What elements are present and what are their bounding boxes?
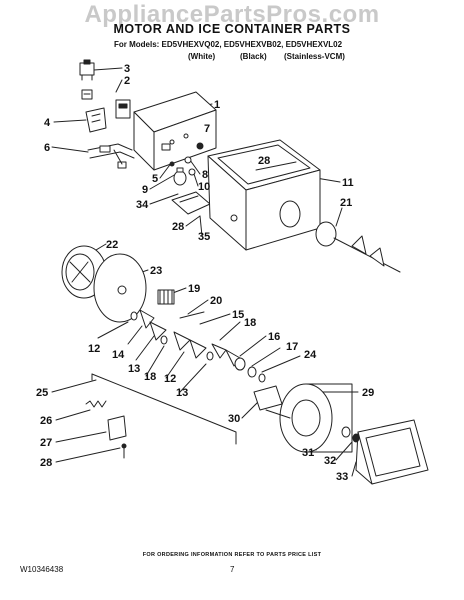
part-bracket-27 <box>107 415 127 441</box>
callout-20: 20 <box>210 295 222 307</box>
callout-32: 32 <box>324 455 336 467</box>
callout-19: 19 <box>188 283 200 295</box>
watermark: AppliancePartsPros.com <box>84 1 380 28</box>
callout-35: 35 <box>198 231 210 243</box>
callout-17: 17 <box>286 341 298 353</box>
callout-labels: 3 2 1 4 7 6 28 8 5 9 10 11 34 21 28 35 2… <box>36 63 374 483</box>
callout-8: 8 <box>202 169 208 181</box>
part-terminal-block <box>79 59 95 81</box>
part-blades-washers <box>130 309 241 367</box>
part-ice-container <box>207 139 321 251</box>
callout-15: 15 <box>232 309 244 321</box>
part-motor-housing <box>133 91 217 171</box>
page-title: MOTOR AND ICE CONTAINER PARTS <box>113 22 351 36</box>
callout-10: 10 <box>198 181 210 193</box>
ordering-footer: FOR ORDERING INFORMATION REFER TO PARTS … <box>142 552 322 558</box>
callout-3: 3 <box>124 63 130 75</box>
callout-31: 31 <box>302 447 314 459</box>
variant-stainless: (Stainless-VCM) <box>284 52 345 61</box>
callout-4: 4 <box>44 117 51 129</box>
part-spring <box>157 289 175 305</box>
callout-21: 21 <box>340 197 352 209</box>
variant-black: (Black) <box>240 52 267 61</box>
part-screw-7 <box>196 142 204 150</box>
callout-23: 23 <box>150 265 162 277</box>
part-motor <box>265 383 353 453</box>
callout-2: 2 <box>124 75 130 87</box>
callout-24: 24 <box>304 349 317 361</box>
part-screw-28 <box>121 443 127 459</box>
callout-12b: 12 <box>164 373 176 385</box>
callout-18a: 18 <box>244 317 256 329</box>
callout-28a: 28 <box>258 155 270 167</box>
callout-1: 1 <box>214 99 220 111</box>
callout-5: 5 <box>152 173 158 185</box>
part-light-bulb <box>173 167 187 186</box>
callout-28c: 28 <box>40 457 52 469</box>
part-wire-harness <box>87 143 135 169</box>
part-light-shield <box>171 191 211 215</box>
callout-18b: 18 <box>144 371 156 383</box>
callout-12a: 12 <box>88 343 100 355</box>
callout-7: 7 <box>204 123 210 135</box>
variant-white: (White) <box>188 52 216 61</box>
callout-11: 11 <box>342 177 354 189</box>
document-number: W10346438 <box>20 565 64 574</box>
callout-6: 6 <box>44 142 50 154</box>
page-number: 7 <box>230 565 235 574</box>
part-relay <box>115 99 131 119</box>
part-nuts <box>341 426 360 443</box>
models-line: For Models: ED5VHEXVQ02, ED5VHEXVB02, ED… <box>114 40 343 49</box>
part-mount-bracket <box>253 385 283 411</box>
part-long-rod <box>91 373 237 445</box>
callout-9: 9 <box>142 184 148 196</box>
callout-26: 26 <box>40 415 52 427</box>
callout-34: 34 <box>136 199 149 211</box>
callout-25: 25 <box>36 387 48 399</box>
callout-30: 30 <box>228 413 240 425</box>
callout-13b: 13 <box>176 387 188 399</box>
callout-33: 33 <box>336 471 348 483</box>
callout-22: 22 <box>106 239 118 251</box>
part-shaft <box>179 311 205 319</box>
part-lamp-socket <box>169 156 196 176</box>
part-connector <box>81 89 93 100</box>
part-plate <box>93 253 147 323</box>
part-motor-cover <box>355 419 429 485</box>
callout-16: 16 <box>268 331 280 343</box>
callout-29: 29 <box>362 387 374 399</box>
part-spring-26 <box>85 400 107 408</box>
part-auger <box>315 221 401 273</box>
callout-13a: 13 <box>128 363 140 375</box>
part-washers-right <box>234 357 266 383</box>
callout-27: 27 <box>40 437 52 449</box>
callout-14: 14 <box>112 349 125 361</box>
part-bracket <box>85 107 107 133</box>
callout-28b: 28 <box>172 221 184 233</box>
